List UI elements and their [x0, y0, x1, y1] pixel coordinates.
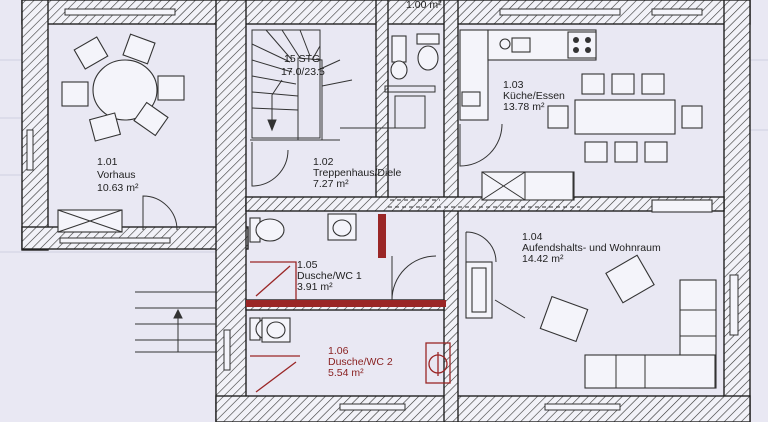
- room-name-kueche: Küche/Essen: [503, 90, 565, 102]
- kitchen-counters: [459, 29, 597, 201]
- room-name-vorhaus: Vorhaus: [97, 169, 136, 181]
- room-labels: 1.00 m² 15 STG 17.0/23.5 1.01 Vorhaus 10…: [97, 0, 661, 379]
- room-area-wohnraum: 14.42 m²: [522, 253, 564, 265]
- top-dimension: 1.00 m²: [406, 0, 442, 11]
- room-name-wohnraum: Aufendshalts- und Wohnraum: [522, 242, 661, 254]
- exterior-walls: [21, 0, 751, 422]
- stair-note-1: 15 STG: [284, 53, 320, 65]
- room-number-1-02: 1.02: [313, 156, 334, 168]
- kitchen-dining-set: [547, 73, 713, 213]
- room-number-1-06: 1.06: [328, 345, 349, 357]
- room-name-dusche1: Dusche/WC 1: [297, 270, 362, 282]
- top-wc: [340, 33, 440, 129]
- room-number-1-03: 1.03: [503, 79, 524, 91]
- room-area-treppenhaus: 7.27 m²: [313, 178, 349, 190]
- vorhaus-dining-set: [57, 33, 185, 233]
- room-area-dusche1: 3.91 m²: [297, 281, 333, 293]
- room-name-dusche2: Dusche/WC 2: [328, 356, 393, 368]
- room-area-kueche: 13.78 m²: [503, 101, 545, 113]
- staircase: [250, 29, 353, 187]
- room-name-treppenhaus: Treppenhaus/Diele: [313, 167, 401, 179]
- shower-wc-2: [246, 300, 451, 393]
- living-room-furniture: [465, 231, 717, 389]
- shower-wc-1: [249, 213, 437, 301]
- stair-note-2: 17.0/23.5: [281, 66, 325, 78]
- windows: [26, 8, 739, 411]
- room-number-1-04: 1.04: [522, 231, 543, 243]
- entrance-steps: [135, 291, 216, 353]
- room-area-dusche2: 5.54 m²: [328, 367, 364, 379]
- room-number-1-01: 1.01: [97, 156, 118, 168]
- room-area-vorhaus: 10.63 m²: [97, 182, 139, 194]
- room-number-1-05: 1.05: [297, 259, 318, 271]
- dashed-openings: [388, 199, 580, 208]
